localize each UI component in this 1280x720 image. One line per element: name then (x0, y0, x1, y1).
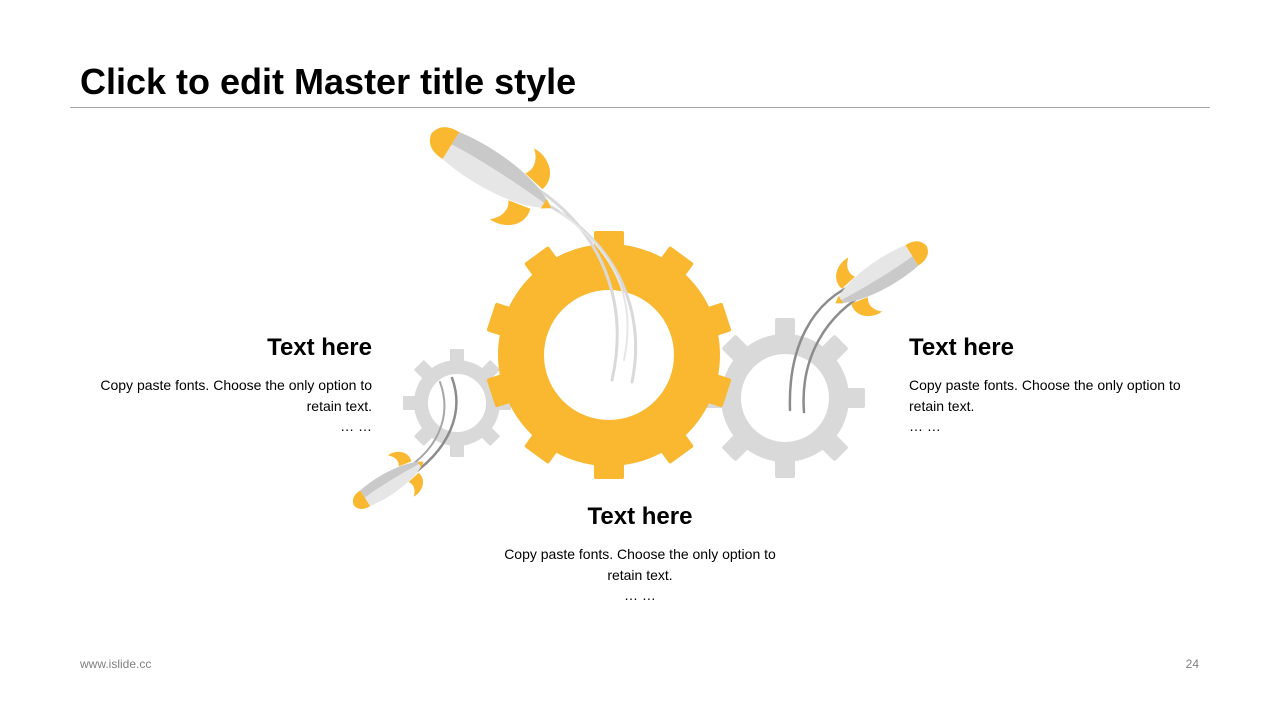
block-body[interactable]: Copy paste fonts. Choose the only option… (909, 377, 1181, 414)
large-yellow-gear (486, 231, 732, 479)
block-heading[interactable]: Text here (267, 334, 372, 361)
text-block-center[interactable]: Text here Copy paste fonts. Choose the o… (490, 502, 790, 604)
block-body[interactable]: Copy paste fonts. Choose the only option… (504, 546, 776, 583)
large-rocket-icon (409, 97, 574, 244)
footer-url: www.islide.cc (80, 657, 152, 671)
slide-title[interactable]: Click to edit Master title style (80, 61, 577, 102)
title-divider (70, 107, 1210, 108)
block-heading[interactable]: Text here (909, 334, 1014, 361)
block-ellipsis: … … (340, 418, 372, 434)
block-ellipsis: … … (624, 587, 656, 603)
small-rocket-icon (340, 441, 437, 527)
text-block-right[interactable]: Text here Copy paste fonts. Choose the o… (909, 333, 1201, 435)
page-number: 24 (1185, 657, 1199, 671)
block-body[interactable]: Copy paste fonts. Choose the only option… (100, 377, 372, 414)
small-grey-gear (403, 349, 511, 457)
medium-grey-gear (705, 318, 865, 478)
block-heading[interactable]: Text here (587, 503, 693, 530)
text-block-left[interactable]: Text here Copy paste fonts. Choose the o… (80, 333, 372, 435)
block-ellipsis: … … (909, 418, 941, 434)
